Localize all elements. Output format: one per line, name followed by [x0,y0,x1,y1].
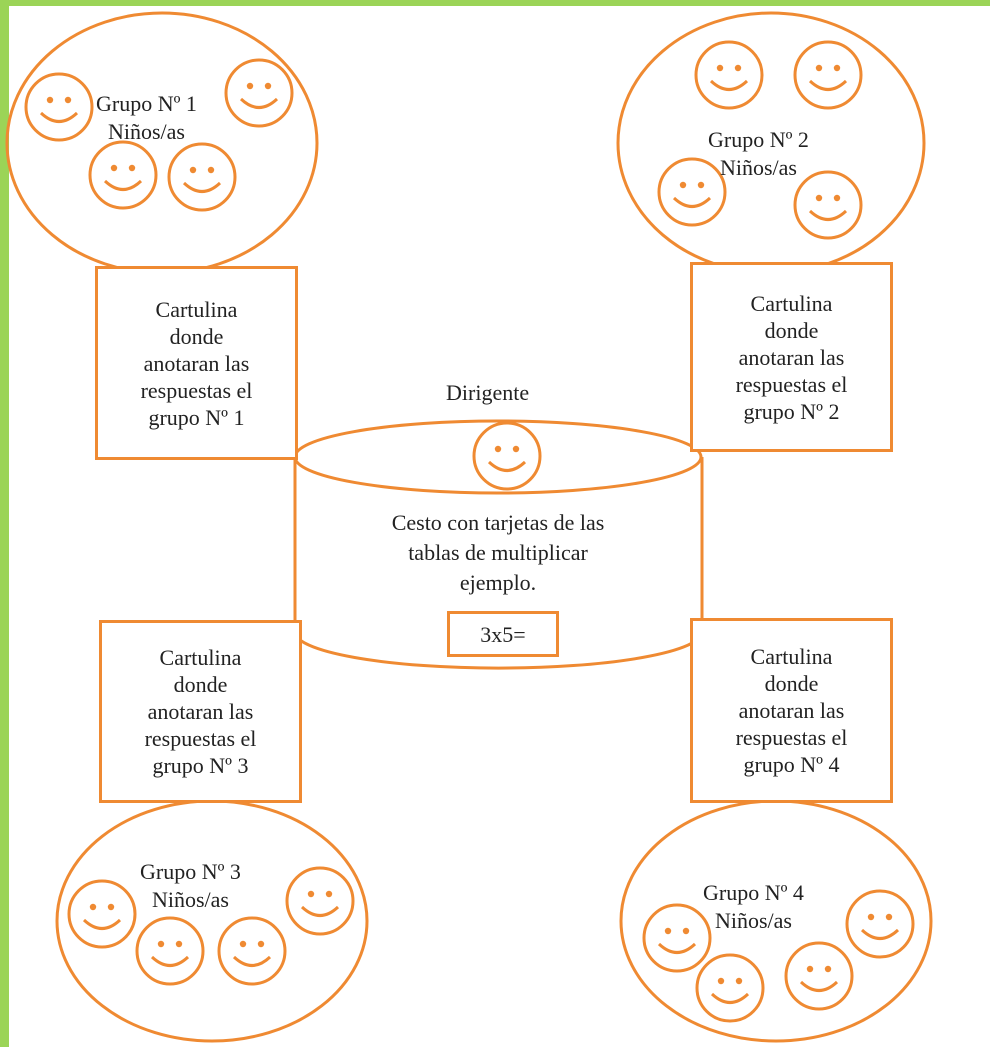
smiley-face-icon [694,40,764,110]
basket-bottom-curve [293,631,704,670]
group-4-title: Grupo Nº 4 [703,880,804,905]
smiley-face-icon [67,879,137,949]
basket-text: Cesto con tarjetas de las tablas de mult… [391,510,605,595]
answer-card-group-3: Cartulina donde anotaran las respuestas … [99,620,302,803]
answer-card-1-text: Cartulina donde anotaran las respuestas … [140,296,253,430]
basket-top-ellipse [293,419,703,495]
smiley-face-icon [24,72,94,142]
smiley-face-icon [167,142,237,212]
smiley-face-icon [784,941,854,1011]
answer-card-2-text: Cartulina donde anotaran las respuestas … [735,290,848,424]
group-3-subtitle: Niños/as [151,887,229,912]
answer-card-3-text: Cartulina donde anotaran las respuestas … [144,645,257,778]
smiley-face-icon [642,903,712,973]
answer-card-group-4: Cartulina donde anotaran las respuestas … [690,618,893,803]
group-3-label: Grupo Nº 3 Niños/as [140,858,241,914]
smiley-face-icon [88,140,158,210]
answer-card-4-text: Cartulina donde anotaran las respuestas … [735,644,848,777]
smiley-face-icon [217,916,287,986]
group-1-title: Grupo Nº 1 [96,91,197,116]
group-2-subtitle: Niños/as [719,155,797,180]
group-3-title: Grupo Nº 3 [140,859,241,884]
smiley-face-icon [793,40,863,110]
group-2-label: Grupo Nº 2 Niños/as [708,126,809,182]
group-4-label: Grupo Nº 4 Niños/as [703,879,804,935]
smiley-face-icon [285,866,355,936]
group-4-subtitle: Niños/as [714,908,792,933]
smiley-face-icon [793,170,863,240]
smiley-face-icon [135,916,205,986]
answer-card-group-2: Cartulina donde anotaran las respuestas … [690,262,893,452]
smiley-face-icon [224,58,294,128]
leader-label: Dirigente [446,380,530,405]
smiley-face-icon [695,953,765,1023]
group-3-circle [55,799,369,1043]
example-text: 3x5= [480,621,526,647]
group-1-subtitle: Niños/as [107,119,185,144]
example-card: 3x5= [447,611,559,657]
smiley-face-icon [657,157,727,227]
group-1-label: Grupo Nº 1 Niños/as [96,90,197,146]
smiley-face-icon [472,421,542,491]
smiley-face-icon [845,889,915,959]
answer-card-group-1: Cartulina donde anotaran las respuestas … [95,266,298,460]
group-2-title: Grupo Nº 2 [708,127,809,152]
